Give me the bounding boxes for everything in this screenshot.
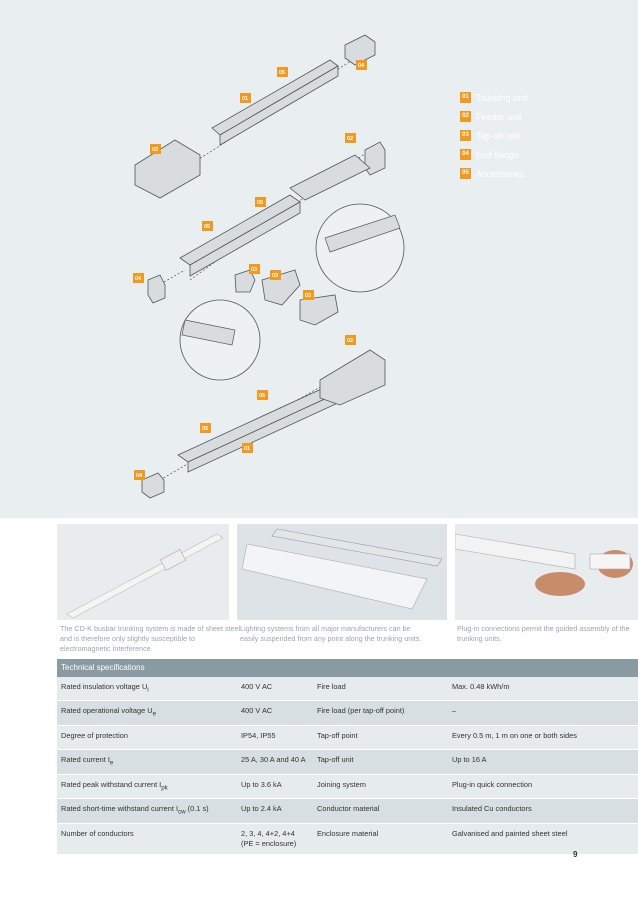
legend-badge: 02 bbox=[460, 111, 471, 122]
spec-label-2: Fire load bbox=[317, 682, 346, 691]
label-text: Number of conductors bbox=[61, 828, 134, 838]
label-text: Rated peak withstand current I bbox=[61, 779, 162, 789]
spec-value-2: Up to 16 A bbox=[452, 755, 487, 765]
spec-label: Degree of protection bbox=[57, 726, 237, 749]
table-row: Rated insulation voltage Ui 400 V AC Fir… bbox=[57, 677, 638, 702]
plugin-image bbox=[455, 524, 638, 620]
photo-lighting bbox=[237, 524, 447, 620]
legend-badge: 03 bbox=[460, 130, 471, 141]
spec-label: Rated peak withstand current Ipk bbox=[57, 775, 237, 798]
legend-item: 04 End flange bbox=[460, 145, 528, 164]
callout-03: 03 bbox=[272, 273, 278, 279]
spec-table: Technical specifications Rated insulatio… bbox=[57, 659, 638, 855]
label-sub: cw bbox=[178, 808, 186, 816]
callout-02: 02 bbox=[347, 338, 353, 344]
legend-badge: 05 bbox=[460, 168, 471, 179]
table-row: Rated current Ie 25 A, 30 A and 40 A Tap… bbox=[57, 750, 638, 775]
spec-label: Rated operational voltage Ue bbox=[57, 701, 237, 724]
spec-value-2: Every 0.5 m, 1 m on one or both sides bbox=[452, 730, 577, 740]
spec-label: Number of conductors bbox=[57, 824, 237, 854]
legend-label: Trunking unit bbox=[476, 92, 528, 103]
trunking-illustration: 05 04 01 02 02 05 05 04 03 03 03 02 05 0… bbox=[133, 34, 405, 499]
callout-04: 04 bbox=[358, 63, 365, 69]
label-text: Degree of protection bbox=[61, 730, 128, 740]
callout-03: 03 bbox=[251, 267, 257, 273]
spec-label-2: Fire load (per tap-off point) bbox=[317, 706, 405, 716]
label-sub: e bbox=[152, 710, 157, 718]
legend-label: Feeder unit bbox=[476, 111, 522, 122]
spec-label-2: Joining system bbox=[317, 779, 366, 789]
exploded-diagram: 05 04 01 02 02 05 05 04 03 03 03 02 05 0… bbox=[0, 0, 638, 518]
label-text: Rated short-time withstand current I bbox=[61, 804, 179, 814]
table-row: Rated peak withstand current Ipk Up to 3… bbox=[57, 774, 638, 800]
callout-05: 05 bbox=[257, 200, 263, 206]
spec-rows: Rated insulation voltage Ui 400 V AC Fir… bbox=[57, 677, 638, 855]
table-row: Number of conductors 2, 3, 4, 4+2, 4+4 (… bbox=[57, 823, 638, 855]
spec-value: 400 V AC bbox=[241, 706, 273, 716]
spec-value-2: Max. 0.48 kWh/m bbox=[452, 682, 510, 691]
spec-value: IP54, IP55 bbox=[241, 730, 276, 740]
page-number: 9 bbox=[573, 850, 578, 859]
label-sub: i bbox=[147, 686, 149, 694]
callout-05: 05 bbox=[202, 426, 208, 432]
spec-value-2: Insulated Cu conductors bbox=[452, 804, 532, 814]
callout-02: 02 bbox=[347, 136, 353, 142]
spec-title: Technical specifications bbox=[57, 659, 638, 677]
label-text: Rated insulation voltage U bbox=[61, 682, 148, 691]
label-sub: e bbox=[109, 759, 114, 767]
spec-value: Up to 2.4 kA bbox=[241, 804, 282, 814]
legend-item: 05 Accessories bbox=[460, 164, 528, 183]
legend: 01 Trunking unit 02 Feeder unit 03 Tap-off … bbox=[460, 88, 528, 183]
label-sub: pk bbox=[161, 784, 168, 792]
busbar-image bbox=[57, 524, 229, 620]
callout-05: 05 bbox=[204, 224, 210, 230]
callout-01: 01 bbox=[244, 446, 250, 452]
spec-label-2: Enclosure material bbox=[317, 828, 379, 838]
photo-plugin bbox=[455, 524, 638, 620]
callout-04: 04 bbox=[136, 473, 143, 479]
legend-item: 02 Feeder unit bbox=[460, 107, 528, 126]
spec-label: Rated current Ie bbox=[57, 750, 237, 773]
legend-label: End flange bbox=[476, 149, 520, 160]
table-row: Rated short-time withstand current Icw (… bbox=[57, 799, 638, 824]
label-text: Rated current I bbox=[61, 755, 110, 765]
spec-value-2: Galvanised and painted sheet steel bbox=[452, 828, 568, 838]
photo-busbar bbox=[57, 524, 229, 620]
spec-label-2: Tap-off point bbox=[317, 730, 358, 740]
legend-item: 01 Trunking unit bbox=[460, 88, 528, 107]
legend-badge: 01 bbox=[460, 92, 471, 103]
table-row: Rated operational voltage Ue 400 V AC Fi… bbox=[57, 701, 638, 726]
callout-01: 01 bbox=[242, 96, 248, 102]
callout-05: 05 bbox=[259, 393, 265, 399]
label-text: Rated operational voltage U bbox=[61, 706, 153, 716]
caption-plugin: Plug-in connections permit the guided as… bbox=[457, 624, 630, 643]
spec-label: Rated short-time withstand current Icw (… bbox=[57, 799, 237, 822]
callout-03: 03 bbox=[305, 293, 311, 299]
legend-label: Accessories bbox=[476, 168, 525, 179]
spec-value-2: – bbox=[452, 706, 457, 716]
spec-value: 400 V AC bbox=[241, 682, 273, 691]
spec-value: 2, 3, 4, 4+2, 4+4 (PE = enclosure) bbox=[241, 828, 297, 848]
spec-value: 25 A, 30 A and 40 A bbox=[241, 755, 306, 765]
table-row: Degree of protection IP54, IP55 Tap-off … bbox=[57, 725, 638, 751]
callout-02: 02 bbox=[152, 147, 158, 153]
lighting-image bbox=[237, 524, 447, 620]
spec-value-2: Plug-in quick connection bbox=[452, 779, 533, 789]
legend-item: 03 Tap-off unit bbox=[460, 126, 528, 145]
caption-lighting: Lighting systems from all major manufact… bbox=[240, 624, 422, 643]
label-tail: (0.1 s) bbox=[185, 804, 209, 814]
spec-value: Up to 3.6 kA bbox=[241, 779, 282, 789]
spec-label: Rated insulation voltage Ui bbox=[57, 677, 237, 700]
spec-label-2: Conductor material bbox=[317, 804, 380, 814]
photo-strip bbox=[0, 524, 638, 620]
caption-busbar: The CD-K busbar trunking system is made … bbox=[60, 624, 241, 653]
callout-04: 04 bbox=[135, 276, 142, 282]
callout-05: 05 bbox=[279, 70, 285, 76]
spec-label-2: Tap-off unit bbox=[317, 755, 354, 765]
legend-label: Tap-off unit bbox=[476, 130, 521, 141]
legend-badge: 04 bbox=[460, 149, 471, 160]
